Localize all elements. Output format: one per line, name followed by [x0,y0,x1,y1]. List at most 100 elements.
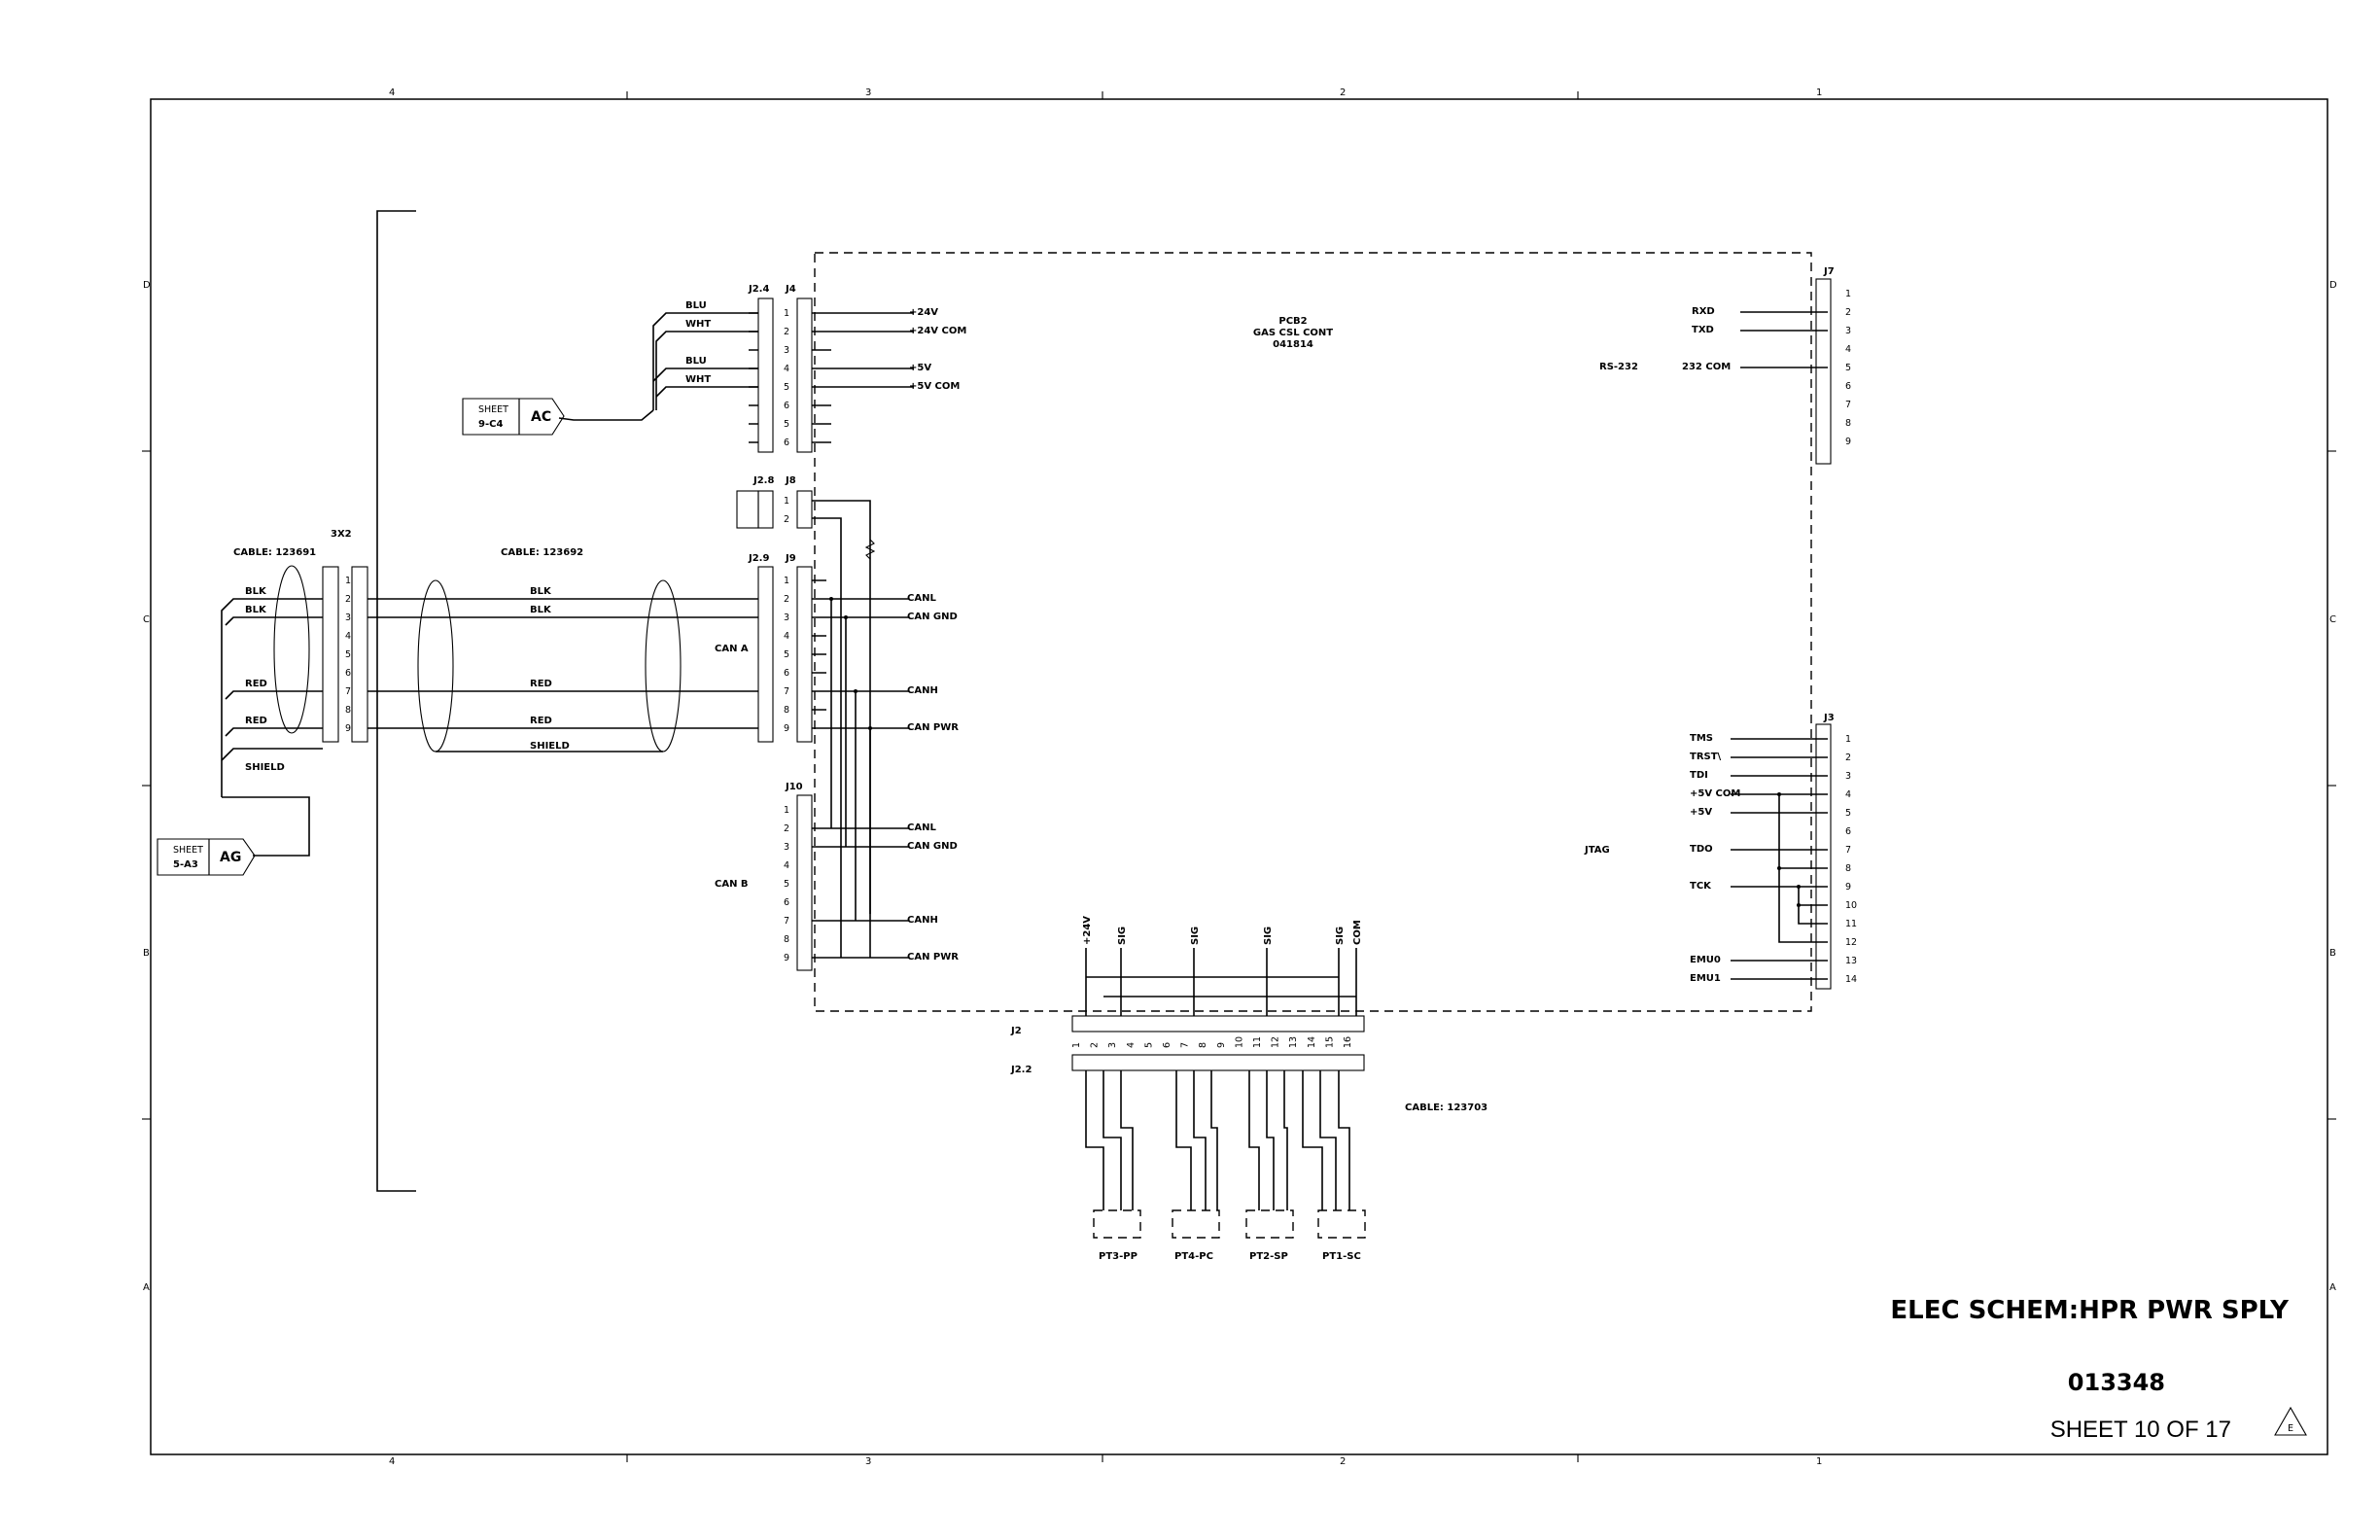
j2-signal-sig-2: SIG [1190,927,1201,945]
svg-text:5: 5 [784,382,789,393]
svg-text:8: 8 [1845,418,1851,429]
cable2-wire-red-2: RED [530,716,552,726]
svg-text:7: 7 [784,686,789,697]
j7-label: J7 [1823,266,1835,277]
sensor-pt4-pc: PT4-PC [1174,1251,1213,1262]
board-name: PCB2 [1278,316,1307,327]
j3-signal-emu1: EMU1 [1690,973,1721,984]
svg-text:8: 8 [345,705,351,716]
zone-row-d-right: D [2329,280,2337,291]
jtag-label: JTAG [1584,845,1610,856]
j2-pin-6: 6 [1162,1042,1172,1048]
can-a-label: CAN A [715,644,749,654]
j2-pin-4: 4 [1126,1042,1137,1048]
svg-text:5: 5 [1845,808,1851,819]
svg-text:1: 1 [345,576,351,586]
sensor-pt2-sp: PT2-SP [1249,1251,1288,1262]
j4-signal-24v: +24V [909,307,938,318]
can-bus-interconnect [829,597,872,958]
j7-signal-rxd: RXD [1692,306,1715,317]
svg-text:3: 3 [784,345,789,356]
cable2-wire-shield: SHIELD [530,741,570,752]
revision-letter: E [2288,1423,2293,1434]
j2-pin-10: 10 [1234,1036,1244,1048]
j4-wire-wht-1: WHT [685,319,711,330]
connector-j8: J2.8 J8 1 2 [736,475,876,958]
j4-signal-5v-com: +5V COM [909,381,960,392]
j8-label: J8 [785,475,796,486]
svg-text:3: 3 [1845,771,1851,782]
j4-wire-wht-2: WHT [685,374,711,385]
zone-row-c-right: C [2329,614,2336,625]
svg-text:5: 5 [784,649,789,660]
cable2-wire-blk-2: BLK [530,605,552,615]
j2-pin-12: 12 [1271,1036,1281,1048]
j2-pin-11: 11 [1252,1036,1263,1048]
svg-text:1: 1 [1845,734,1851,745]
j3-signal-trst: TRST\ [1690,752,1722,762]
zone-markers: 4 3 2 1 4 3 2 1 D C B A D C B A [142,88,2337,1467]
connector-3x2 [322,566,368,743]
svg-text:8: 8 [784,705,789,716]
svg-text:7: 7 [345,686,351,697]
j2-pin-7: 7 [1180,1042,1191,1048]
svg-text:5: 5 [1845,363,1851,373]
j2-pin-2: 2 [1090,1042,1101,1048]
zone-row-c-left: C [143,614,150,625]
svg-text:1: 1 [784,308,789,319]
ac-sheet-word: SHEET [478,404,508,415]
zone-col-2-top: 2 [1340,88,1346,98]
sensor-pt1-sc: PT1-SC [1322,1251,1361,1262]
zone-row-b-left: B [143,948,150,959]
j2-pin-3: 3 [1107,1042,1118,1048]
zone-col-4-top: 4 [389,88,395,98]
svg-text:5: 5 [784,879,789,890]
svg-text:6: 6 [784,401,789,411]
svg-text:7: 7 [1845,400,1851,410]
x2-label: 3X2 [331,529,352,540]
j4-wire-blu-1: BLU [685,300,707,311]
j2-pin-5: 5 [1143,1042,1154,1048]
cable2-wires [368,598,758,752]
drawing-number: 013348 [2068,1369,2165,1396]
svg-text:9: 9 [784,723,789,734]
svg-text:2: 2 [784,823,789,834]
svg-text:11: 11 [1845,919,1857,929]
j2-pin-1: 1 [1071,1042,1082,1048]
svg-text:9: 9 [345,723,351,734]
pcb2-outline [814,252,1812,1012]
j2-pin-9: 9 [1216,1042,1227,1048]
j3-signal-tck: TCK [1690,881,1712,892]
j2-signal-24v: +24V [1082,916,1093,945]
ac-tag: AC [531,409,551,425]
svg-text:4: 4 [784,860,789,871]
j2-pin-13: 13 [1288,1036,1299,1048]
svg-text:9: 9 [784,953,789,963]
connector-j2: J2 J2.2 [1010,1015,1365,1075]
svg-text:2: 2 [784,327,789,337]
j4-wire-blu-2: BLU [685,356,707,367]
connector-j10: J10 [785,782,813,971]
j4-harness-wires [558,312,758,421]
cable1-wire-blk-2: BLK [245,605,267,615]
cable-123692-label: CABLE: 123692 [501,547,583,558]
sheet-border [150,98,2328,1455]
j4-signal-5v: +5V [909,363,931,373]
sheet-number: SHEET 10 OF 17 [2050,1417,2231,1443]
j2-signal-sig-1: SIG [1117,927,1128,945]
j2-signal-com: COM [1352,920,1363,945]
j2-pin-16: 16 [1343,1036,1353,1048]
offsheet-ag: SHEET 5-A3 AG [157,838,256,876]
drawing-title: ELEC SCHEM:HPR PWR SPLY [1890,1296,2290,1325]
j2-pin-15: 15 [1324,1036,1335,1048]
j3-signal-tms: TMS [1690,733,1713,744]
svg-text:14: 14 [1845,974,1857,985]
svg-text:4: 4 [1845,344,1851,355]
connector-j3: J3 [1815,713,1835,990]
svg-text:6: 6 [784,897,789,908]
j2-signal-taps [1085,948,1357,1016]
j7-signal-232-com: 232 COM [1682,362,1731,372]
svg-text:2: 2 [1845,307,1851,318]
svg-text:4: 4 [1845,789,1851,800]
